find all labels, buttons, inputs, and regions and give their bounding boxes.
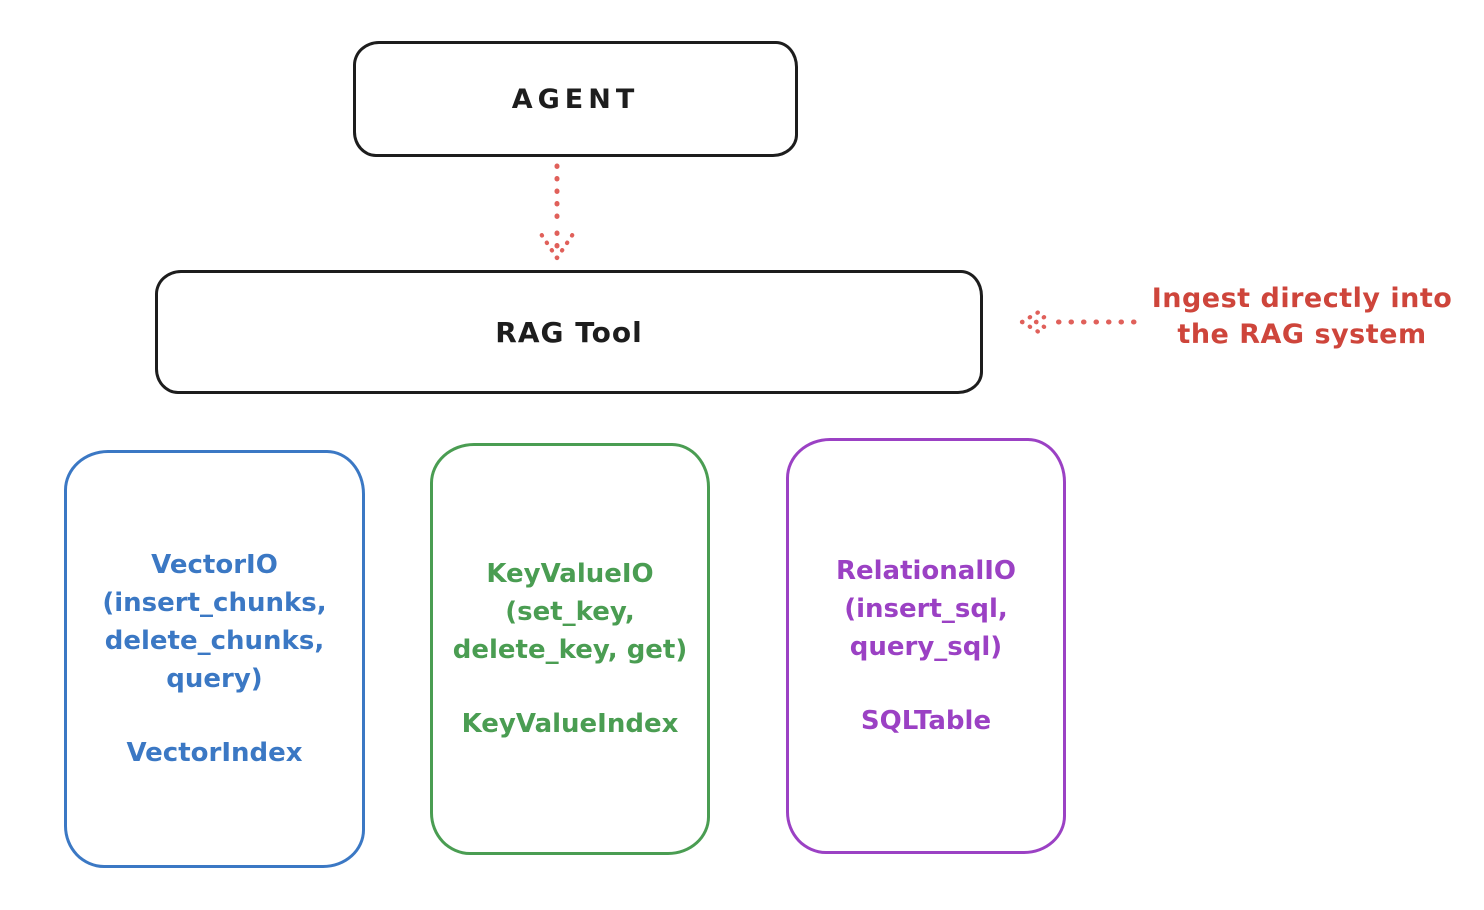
ingest-annotation: Ingest directly into the RAG system	[1151, 283, 1453, 350]
sql-table-label: SQLTable	[860, 706, 992, 736]
arrow-down-strokes	[536, 163, 578, 261]
vector-index-label: VectorIndex	[126, 738, 303, 768]
ingest-arrow-icon	[1019, 307, 1137, 337]
rag-tool-label: RAG Tool	[495, 315, 643, 349]
keyvalue-io-node: KeyValueIO (set_key, delete_key, get) Ke…	[430, 443, 710, 855]
agent-label: AGENT	[511, 83, 640, 115]
arrow-left-strokes	[1019, 307, 1137, 337]
rag-tool-node: RAG Tool	[155, 270, 983, 394]
vector-io-node: VectorIO (insert_chunks, delete_chunks, …	[64, 450, 365, 868]
agent-to-ragtool-arrow-icon	[536, 163, 578, 261]
vector-io-label: VectorIO (insert_chunks, delete_chunks, …	[102, 550, 327, 694]
relational-io-node: RelationalIO (insert_sql, query_sql) SQL…	[786, 438, 1066, 854]
relational-io-label: RelationalIO (insert_sql, query_sql)	[835, 556, 1017, 662]
keyvalue-io-label: KeyValueIO (set_key, delete_key, get)	[452, 559, 688, 665]
keyvalue-index-label: KeyValueIndex	[461, 709, 679, 739]
agent-node: AGENT	[353, 41, 798, 157]
